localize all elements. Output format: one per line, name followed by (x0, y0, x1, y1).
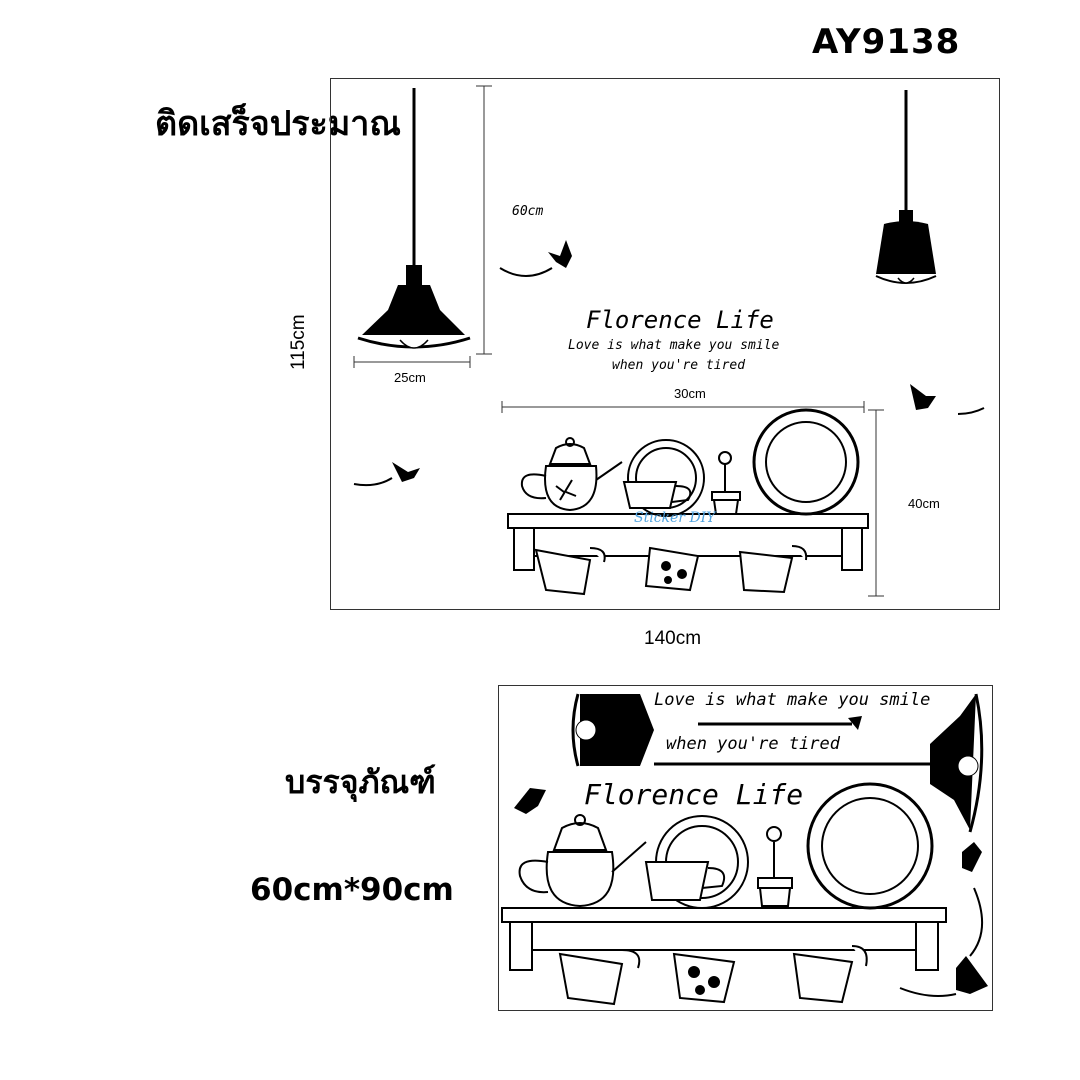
package-label: บรรจุภัณฑ์ (285, 763, 436, 801)
lamp-shade-icon (930, 693, 984, 833)
package-line-2: when you're tired (666, 734, 840, 754)
package-line-1: Love is what make you smile (654, 690, 931, 710)
teapot-icon (520, 437, 623, 512)
butterfly-icon (353, 462, 420, 487)
teapot-icon (518, 814, 647, 908)
cup-and-saucer-icon (644, 815, 749, 909)
preview-line-1: Love is what make you smile (568, 338, 780, 353)
installed-size-label: ติดเสร็จประมาณ (155, 104, 401, 144)
shelf-height-dimension: 40cm (908, 496, 940, 511)
preview-title: Florence Life (586, 306, 774, 334)
pendant-lamp-left-icon (357, 88, 471, 349)
package-sheet-frame (498, 685, 993, 1011)
installed-preview-frame (330, 78, 1000, 610)
package-title: Florence Life (584, 778, 804, 811)
pendant-lamp-right-icon (875, 90, 937, 284)
mug-icon (738, 545, 808, 594)
mug-icon (792, 945, 868, 1004)
plate-icon (806, 782, 934, 910)
cup-and-saucer-icon (622, 439, 705, 517)
mug-icon (558, 949, 641, 1006)
total-width-dimension: 140cm (644, 628, 702, 649)
plate-icon (752, 408, 860, 516)
shelf-icon (501, 907, 947, 971)
lamp-shade-icon (571, 693, 654, 767)
flower-pot-icon (757, 826, 793, 907)
lamp-drop-dimension: 60cm (512, 204, 544, 219)
mug-icon (672, 952, 736, 1004)
product-code: AY9138 (812, 22, 961, 62)
butterfly-icon (962, 842, 982, 872)
watermark: Sticker DIY (634, 510, 716, 526)
package-size: 60cm*90cm (250, 872, 454, 908)
butterfly-icon (910, 384, 985, 415)
preview-line-2: when you're tired (612, 358, 746, 373)
flower-pot-icon (711, 451, 741, 515)
butterfly-icon (514, 788, 546, 814)
shelf-icon (507, 513, 869, 571)
mug-icon (534, 547, 606, 596)
shelf-width-dimension: 30cm (674, 386, 706, 401)
butterfly-icon (499, 240, 572, 277)
mug-icon (644, 546, 700, 592)
butterfly-icon (956, 956, 988, 994)
lamp-width-dimension: 25cm (394, 370, 426, 385)
